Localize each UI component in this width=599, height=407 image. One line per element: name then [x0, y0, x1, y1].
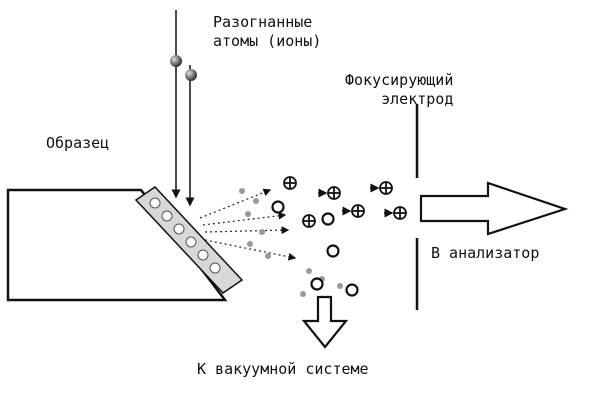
to-vacuum-arrow	[301, 295, 349, 349]
primary-ion-1	[170, 55, 182, 67]
focusing-electrode-label: Фокусирующий электрод	[345, 71, 453, 109]
secondary-ions	[283, 176, 407, 228]
incoming-ions-label: Разогнанные атомы (ионы)	[213, 13, 321, 51]
incoming-ions-label-line-2: атомы (ионы)	[213, 32, 322, 50]
sample-holder	[6, 188, 228, 302]
focusing-electrode-label-line-2: электрод	[381, 90, 454, 108]
sample-label: Образец	[46, 134, 110, 152]
incoming-ions-label-line-1: Разогнанные	[213, 13, 313, 31]
sample-strip	[134, 186, 244, 294]
primary-ion-beams	[170, 10, 197, 207]
neutral-atoms	[271, 200, 359, 297]
to-vacuum-label: К вакуумной системе	[197, 360, 369, 378]
neutral-particles	[239, 188, 343, 297]
secondary-ion-trajectories	[199, 188, 297, 261]
to-analyzer-label: В анализатор	[431, 244, 540, 262]
ion-motion-arrows	[318, 183, 394, 218]
primary-ion-2	[185, 69, 197, 81]
focusing-electrode-label-line-1: Фокусирующий	[345, 71, 454, 89]
to-analyzer-arrow	[419, 181, 569, 236]
